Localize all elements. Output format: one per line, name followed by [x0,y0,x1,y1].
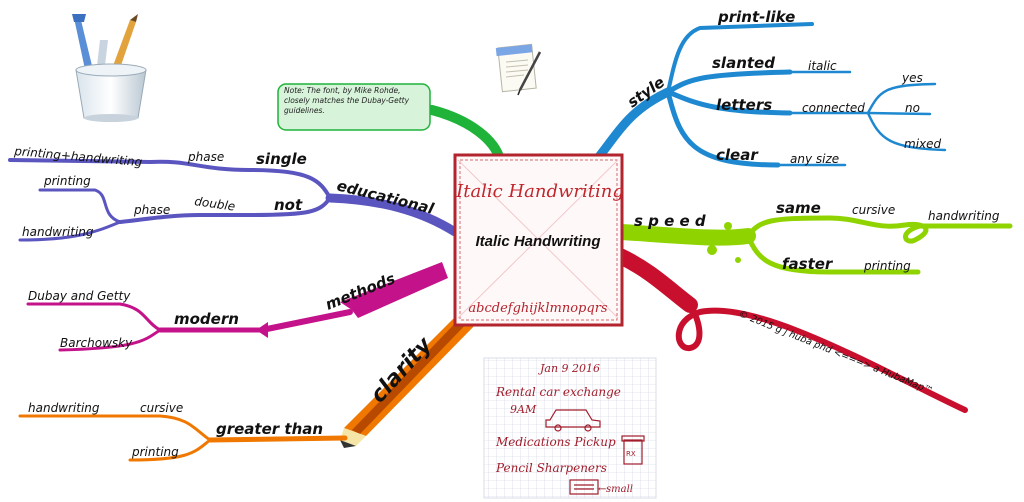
style-any-size: any size [790,152,839,166]
text-document-icon [495,43,542,96]
pencil-cup-icon [72,14,147,122]
central-topic[interactable]: Italic Handwriting Italic Handwriting ab… [453,153,624,327]
note-box[interactable]: Note: The font, by Mike Rohde, closely m… [277,83,431,131]
central-script-title: Italic Handwriting [455,181,624,202]
educational-not: not [274,196,303,214]
svg-text:←: ← [598,484,606,495]
style-connected: connected [802,101,865,115]
sharpener-doodle-icon [569,479,599,495]
style-letters: letters [716,96,772,114]
educational-label: educational [335,176,436,218]
educational-printing: printing [43,174,91,188]
educational-phase-1: phase [187,150,224,164]
branch-speed [614,215,1013,275]
branch-style [593,22,947,168]
style-clear: clear [716,146,759,164]
style-yes: yes [901,71,923,85]
notepad-date: Jan 9 2016 [538,362,600,375]
educational-single: single [256,150,307,168]
notepad-line-4: Pencil Sharpeners [495,461,607,475]
methods-barchowsky: Barchowsky [60,336,133,350]
car-doodle-icon [545,409,601,432]
central-title: Italic Handwriting [475,233,600,250]
central-alphabet: abcdefghijklmnopqrs [468,301,607,316]
branch-clarity [18,310,482,462]
educational-handwriting: handwriting [22,225,94,239]
style-print-like: print-like [717,8,795,26]
methods-dubay-getty: Dubay and Getty [28,289,131,303]
rx-bottle-icon: RX [621,435,645,465]
notepad-line-1: Rental car exchange [495,385,621,399]
notepad-line-2: 9AM [510,403,537,416]
methods-modern: modern [174,310,239,328]
educational-double: double [194,194,236,214]
credit-text: © 2015 g j huba phd <===> a HubaMap™ [737,309,935,397]
style-slanted: slanted [712,54,775,72]
branch-note [427,105,505,165]
clarity-cursive: cursive [140,401,183,415]
notepad-line-3: Medications Pickup [495,435,616,449]
clarity-handwriting: handwriting [28,401,100,415]
speed-label: s p e e d [634,212,706,230]
educational-printing-handwriting: printing+handwriting [13,144,143,169]
style-italic: italic [808,59,837,73]
speed-handwriting: handwriting [928,209,1000,223]
speed-same: same [776,199,821,217]
notepad-rx: RX [626,450,636,458]
speed-faster: faster [782,255,834,273]
style-mixed: mixed [904,137,942,151]
notepad-image: Jan 9 2016 Rental car exchange 9AM Medic… [483,357,657,499]
branch-credit [612,248,968,413]
branch-methods [26,262,448,352]
note-text: Note: The font, by Mike Rohde, closely m… [284,86,410,115]
branch-educational [8,158,460,242]
educational-phase-2: phase [133,203,170,217]
speed-cursive: cursive [852,203,895,217]
speed-printing: printing [863,259,911,273]
clarity-greater-than: greater than [216,420,323,438]
clarity-printing: printing [131,445,179,459]
notepad-small: small [606,484,633,495]
style-no: no [905,101,920,115]
